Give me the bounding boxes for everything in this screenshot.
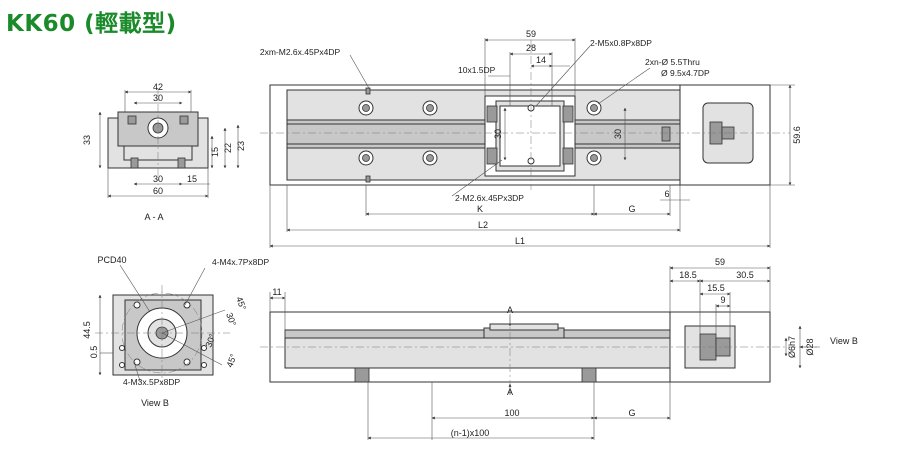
viewb-angle-30-bot: 30° [203, 332, 217, 349]
top-dim-g: G [628, 204, 635, 214]
front-view [260, 266, 820, 440]
aa-dim-22: 22 [223, 143, 233, 153]
front-dim-28: Ø28 [805, 338, 815, 355]
aa-dim-60: 60 [153, 186, 163, 196]
top-dim-l2: L2 [478, 220, 488, 230]
aa-dim-30-top: 30 [153, 93, 163, 103]
front-dim-18-5: 18.5 [679, 270, 697, 280]
aa-section-label: A - A [144, 212, 163, 222]
viewb-angle-45-top: 45° [234, 295, 248, 312]
top-callout-m5: 2-M5x0.8Px8DP [590, 38, 652, 48]
front-dim-30-5: 30.5 [736, 270, 754, 280]
top-callout-thru-b: Ø 9.5x4.7DP [661, 68, 710, 78]
viewb-label: View B [141, 398, 169, 408]
viewb-callout-m4: 4-M4x.7Px8DP [212, 257, 269, 267]
aa-dim-15: 15 [210, 147, 220, 157]
top-dim-14: 14 [536, 55, 546, 65]
aa-dim-42: 42 [153, 82, 163, 92]
aa-dim-15-bot: 15 [187, 174, 197, 184]
front-view-b-arrow-label: View B [830, 336, 858, 346]
top-dim-k: K [477, 204, 483, 214]
front-dim-pitch: (n-1)x100 [451, 428, 490, 438]
viewb-angle-45-bot: 45° [224, 352, 238, 369]
front-dim-11: 11 [272, 287, 281, 297]
top-dim-30-a: 30 [493, 129, 503, 139]
top-dim-l1: L1 [515, 236, 525, 246]
front-dim-9: 9 [720, 295, 725, 305]
front-dim-15-5: 15.5 [707, 283, 725, 293]
aa-dim-23: 23 [236, 141, 246, 151]
top-dim-28: 28 [526, 43, 536, 53]
front-dim-6h7: Ø6h7 [787, 336, 797, 358]
aa-dim-33: 33 [82, 135, 92, 145]
front-dim-100: 100 [504, 408, 519, 418]
top-dim-59: 59 [526, 29, 536, 39]
top-callout-m26-4dp: 2xm-M2.6x.45Px4DP [260, 47, 341, 57]
viewb-angle-30-top: 30° [224, 311, 238, 328]
view-b-end-view [95, 264, 230, 385]
top-callout-dp15: 10x1.5DP [458, 65, 496, 75]
top-view [260, 38, 795, 248]
top-callout-thru-a: 2xn-Ø 5.5Thru [645, 57, 700, 67]
front-dim-59: 59 [715, 257, 725, 267]
front-section-mark-a-top: A [507, 305, 513, 315]
top-callout-m26-3dp: 2-M2.6x.45Px3DP [455, 193, 524, 203]
section-aa-view [98, 88, 240, 198]
top-dim-59-6: 59.6 [792, 126, 802, 144]
aa-dim-30-bot: 30 [153, 174, 163, 184]
viewb-callout-m3: 4-M3x.5Px8DP [123, 377, 180, 387]
front-dim-g: G [628, 408, 635, 418]
page-title: KK60 (輕載型) [6, 11, 177, 37]
viewb-callout-pcd: PCD40 [97, 255, 126, 265]
front-section-mark-a-bottom: A [507, 387, 513, 397]
viewb-dim-0-5: 0.5 [89, 346, 99, 359]
viewb-dim-44-5: 44.5 [82, 321, 92, 339]
top-dim-30-b: 30 [613, 129, 623, 139]
top-dim-6: 6 [664, 189, 669, 199]
